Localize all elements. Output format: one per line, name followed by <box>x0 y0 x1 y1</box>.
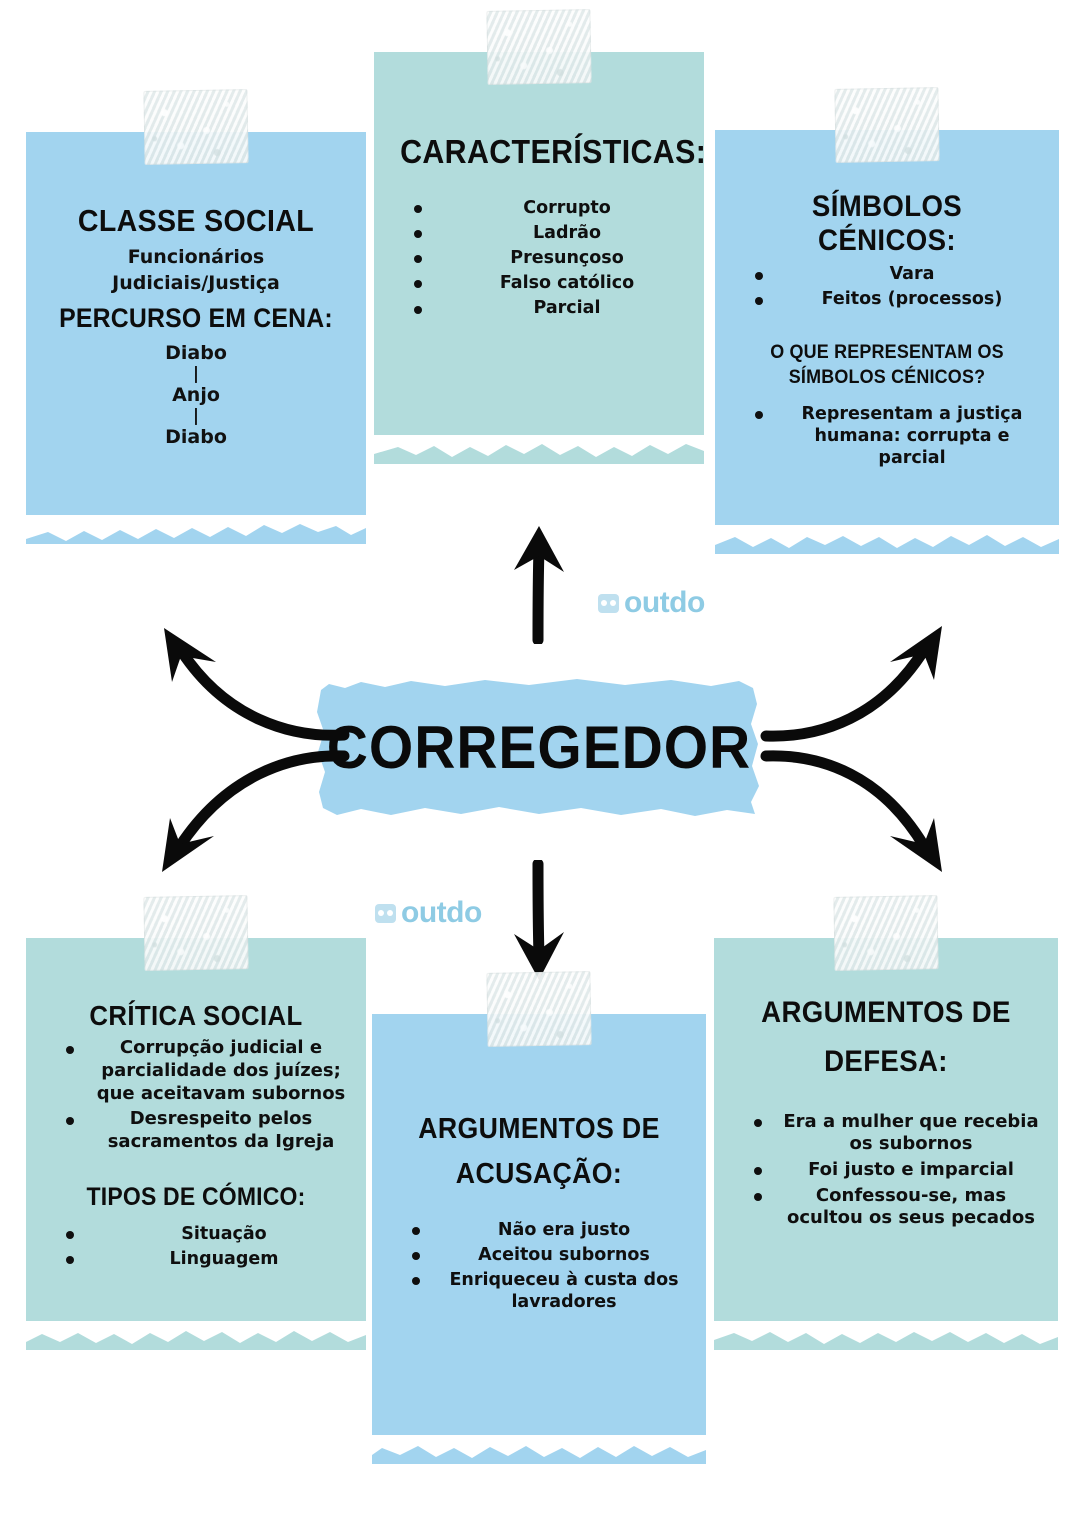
list-item: Não era justo <box>394 1219 688 1241</box>
torn-edge-icon <box>372 1435 706 1458</box>
card-heading-percurso: PERCURSO EM CENA: <box>59 303 333 334</box>
list-item: Desrespeito pelos sacramentos da Igreja <box>48 1108 348 1153</box>
tape-strip-icon <box>486 9 592 85</box>
classe-social-sub-1: Funcionários <box>127 245 265 268</box>
list-item: Situação <box>48 1223 348 1245</box>
arrow-downleft-to-critica-social <box>162 750 350 872</box>
list-item: Presunçoso <box>396 247 686 269</box>
tape-strip-icon <box>834 87 940 163</box>
list-item: Vara <box>737 263 1041 285</box>
tape-strip-icon <box>833 895 939 971</box>
list-item: Ladrão <box>396 222 686 244</box>
card-critica-social[interactable]: CRÍTICA SOCIAL Corrupção judicial e parc… <box>26 895 366 1350</box>
card-simbolos-cenicos[interactable]: SÍMBOLOS CÉNICOS: Vara Feitos (processos… <box>715 87 1059 554</box>
percurso-bar-2: | <box>192 405 200 426</box>
tipos-comico-list: Situação Linguagem <box>40 1223 352 1270</box>
card-argumentos-defesa[interactable]: ARGUMENTOS DE DEFESA: Era a mulher que r… <box>714 895 1058 1350</box>
card-heading-line1: ARGUMENTOS DE <box>761 996 1011 1029</box>
list-item: Era a mulher que recebia os subornos <box>736 1111 1040 1156</box>
card-heading: CARACTERÍSTICAS: <box>400 133 707 170</box>
list-item: Aceitou subornos <box>394 1244 688 1266</box>
center-node-label: CORREGEDOR <box>326 713 752 781</box>
torn-edge-icon <box>714 1321 1058 1344</box>
card-heading-line2: ACUSAÇÃO: <box>455 1158 623 1191</box>
banner-brush-shape-icon <box>317 679 759 816</box>
list-item: Corrupção judicial e parcialidade dos ju… <box>48 1037 348 1105</box>
tape-strip-icon <box>143 89 249 165</box>
arrow-downright-to-defesa <box>760 750 942 872</box>
percurso-bar-1: | <box>192 364 200 385</box>
list-item: Falso católico <box>396 272 686 294</box>
watermark-label: outdo <box>401 896 482 929</box>
watermark-label: outdo <box>624 586 705 619</box>
card-heading: CRÍTICA SOCIAL <box>89 1000 303 1031</box>
argumentos-acusacao-list: Não era justo Aceitou subornos Enriquece… <box>386 1219 692 1313</box>
card-heading-tipos-comico: TIPOS DE CÓMICO: <box>86 1182 306 1211</box>
list-item: Linguagem <box>48 1248 348 1270</box>
list-item: Corrupto <box>396 197 686 219</box>
percurso-step-3: Diabo <box>165 425 227 448</box>
tape-strip-icon <box>486 971 592 1047</box>
card-heading: CLASSE SOCIAL <box>77 203 315 238</box>
percurso-chain: Diabo | Anjo | Diabo <box>40 342 352 449</box>
watermark-outdo: outdo <box>375 896 482 930</box>
outdo-logo-icon <box>375 903 396 923</box>
list-item: Parcial <box>396 297 686 319</box>
arrow-upleft-to-classe-social <box>164 628 350 741</box>
simbolos-question: O QUE REPRESENTAM OS SÍMBOLOS CÉNICOS? <box>770 341 1004 388</box>
torn-edge-icon <box>26 515 366 541</box>
simbolos-answers-list: Representam a justiça humana: corrupta e… <box>729 403 1045 469</box>
torn-edge-icon <box>374 435 704 457</box>
card-heading-line2: DEFESA: <box>824 1044 948 1078</box>
center-node-corregedor[interactable]: CORREGEDOR <box>315 674 763 826</box>
caracteristicas-list: Corrupto Ladrão Presunçoso Falso católic… <box>388 197 690 319</box>
list-item: Feitos (processos) <box>737 288 1041 310</box>
argumentos-defesa-list: Era a mulher que recebia os subornos Foi… <box>728 1111 1044 1230</box>
list-item: Foi justo e imparcial <box>736 1159 1040 1182</box>
list-item: Representam a justiça humana: corrupta e… <box>737 403 1041 469</box>
card-caracteristicas[interactable]: CARACTERÍSTICAS: Corrupto Ladrão Presunç… <box>374 9 707 464</box>
watermark-outdo: outdo <box>598 586 705 620</box>
torn-edge-icon <box>26 1321 366 1344</box>
arrow-upright-to-simbolos <box>760 626 942 742</box>
list-item: Enriqueceu à custa dos lavradores <box>394 1269 688 1313</box>
tape-strip-icon <box>143 895 249 971</box>
percurso-step-2: Anjo <box>172 383 220 406</box>
arrow-down-to-acusacao <box>514 860 564 980</box>
simbolos-list: Vara Feitos (processos) <box>729 263 1045 310</box>
classe-social-sub-2: Judiciais/Justiça <box>112 272 280 295</box>
list-item: Confessou-se, mas ocultou os seus pecado… <box>736 1185 1040 1230</box>
critica-social-list: Corrupção judicial e parcialidade dos ju… <box>40 1037 352 1153</box>
card-heading: SÍMBOLOS CÉNICOS: <box>811 190 963 257</box>
card-argumentos-acusacao[interactable]: ARGUMENTOS DE ACUSAÇÃO: Não era justo Ac… <box>372 971 706 1464</box>
percurso-step-1: Diabo <box>165 341 227 364</box>
card-heading-line1: ARGUMENTOS DE <box>418 1113 660 1145</box>
card-classe-social[interactable]: CLASSE SOCIAL Funcionários Judiciais/Jus… <box>26 89 366 544</box>
outdo-logo-icon <box>598 593 619 613</box>
torn-edge-icon <box>715 525 1059 548</box>
arrow-up-to-caracteristicas <box>514 526 564 644</box>
